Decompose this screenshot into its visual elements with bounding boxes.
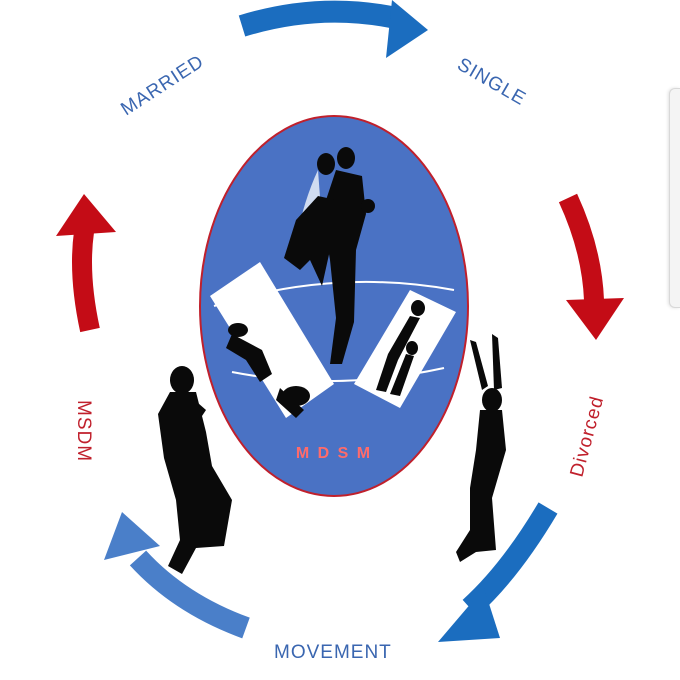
fallen-figure-icon [226, 323, 310, 418]
msdm-label: MSDM [73, 400, 94, 462]
married-label: MARRIED [117, 51, 208, 120]
right-arrow [558, 193, 624, 340]
single-label: SINGLE [454, 54, 530, 110]
movement-label: MOVEMENT [274, 642, 392, 663]
wedding-couple-icon [284, 147, 375, 364]
left-arrow [56, 194, 116, 333]
scrollbar-handle[interactable] [669, 88, 680, 308]
kneeling-praying-man-icon [158, 366, 232, 574]
bottom-right-arrow [438, 502, 558, 642]
center-text: M D S M [296, 445, 372, 462]
kneeling-raised-arms-woman-icon [456, 334, 506, 562]
left-photo-panel [210, 262, 334, 418]
bottom-left-arrow [104, 512, 250, 639]
leaning-figures-icon [376, 300, 425, 396]
divorced-label: Divorced [567, 394, 609, 480]
top-arrow [238, 0, 428, 58]
